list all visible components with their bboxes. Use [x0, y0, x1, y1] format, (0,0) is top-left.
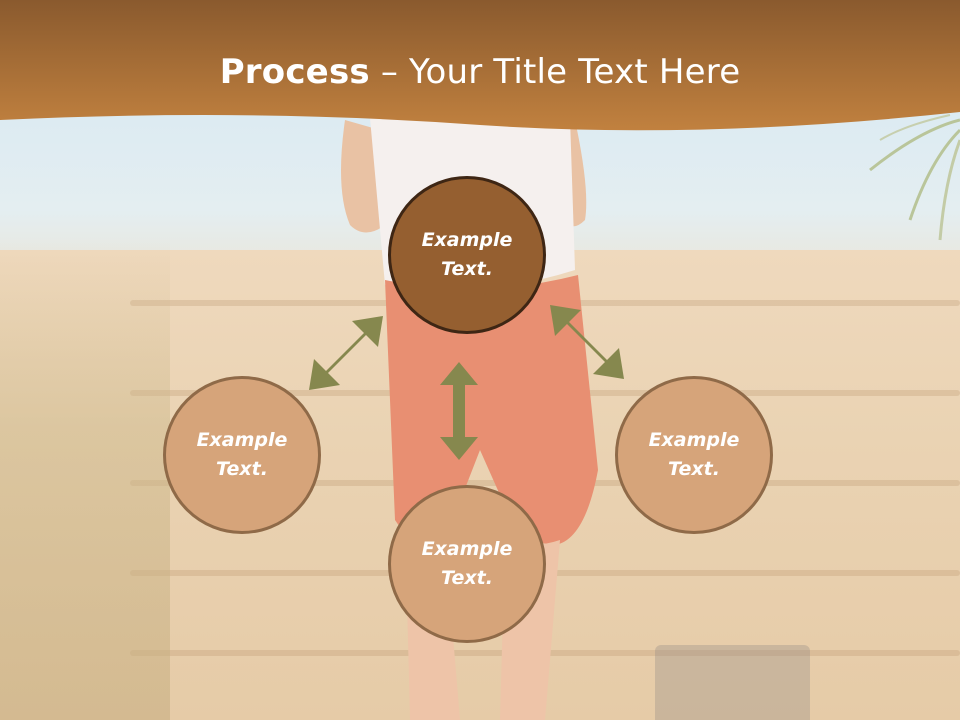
shadow-shape: [655, 645, 810, 720]
dry-grass: [0, 240, 170, 720]
bottom-node: Example Text.: [388, 485, 546, 643]
title-bold: Process: [219, 52, 370, 92]
center-node: Example Text.: [388, 176, 546, 334]
left-node-line2: Text.: [216, 458, 268, 480]
right-node: Example Text.: [615, 376, 773, 534]
bottom-node-line2: Text.: [441, 567, 493, 589]
title-rest: – Your Title Text Here: [369, 52, 741, 92]
palm-leaves: [869, 114, 960, 241]
center-node-line2: Text.: [441, 258, 493, 280]
right-node-line2: Text.: [668, 458, 720, 480]
left-node: Example Text.: [163, 376, 321, 534]
left-node-line1: Example: [196, 429, 288, 451]
center-node-line1: Example: [421, 229, 513, 251]
right-node-line1: Example: [648, 429, 740, 451]
header-band: [0, 0, 960, 131]
double-arrow-vertical: [440, 362, 478, 460]
double-arrow-upper-right: [550, 305, 624, 379]
double-arrow-upper-left: [309, 316, 383, 390]
slide-title: Process – Your Title Text Here: [0, 52, 960, 92]
bottom-node-line1: Example: [421, 538, 513, 560]
